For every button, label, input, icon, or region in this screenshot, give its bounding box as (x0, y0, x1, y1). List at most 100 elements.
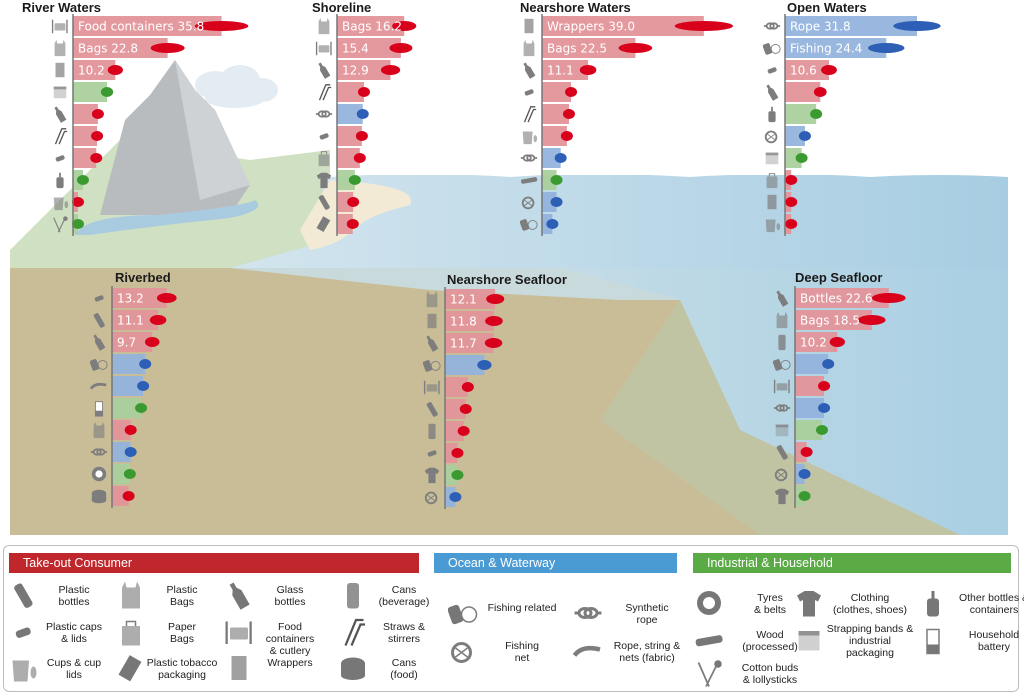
bar-beverage-can (795, 332, 838, 352)
battery-icon (926, 628, 940, 655)
confidence-interval-mark (818, 403, 831, 413)
bar-food-container (337, 38, 401, 58)
confidence-interval-mark (815, 425, 828, 435)
bar-value-label: 13.2 (117, 292, 144, 306)
bar-value-label: Bags 22.5 (547, 42, 607, 56)
cup-icon (12, 660, 37, 682)
bar-food-can (112, 486, 129, 506)
confidence-interval-mark (355, 131, 368, 141)
rope-knot-icon (763, 22, 781, 30)
confidence-interval-mark (785, 197, 798, 207)
legend-item-label: Food containers & cutlery (265, 621, 315, 657)
bar-value-label: Bottles 22.6 (800, 292, 873, 306)
fishing-related-icon (423, 360, 441, 372)
confidence-interval-mark (554, 153, 567, 163)
legend-item-label: Cotton buds & lollysticks (741, 662, 799, 686)
bar-food-container (73, 16, 222, 36)
legend-item-label: Tyres & belts (753, 592, 787, 616)
tshirt-icon (797, 591, 821, 617)
plastic-bottle-icon (93, 313, 105, 328)
bar-value-label: 10.2 (800, 336, 827, 350)
wrapper-icon (427, 313, 437, 329)
bar-value-label: 15.4 (342, 42, 369, 56)
legend-item-label: Plastic Bags (166, 584, 198, 608)
tyre-icon (91, 466, 107, 482)
confidence-interval-mark (107, 65, 123, 75)
legend-item-label: Cans (beverage) (378, 584, 430, 608)
bar-plastic-bag (73, 38, 168, 58)
legend-item-label: Fishing related (487, 602, 557, 614)
bar-rope-knot (337, 104, 363, 124)
chart-title: Nearshore Seafloor (447, 272, 567, 287)
bar-value-label: 10.6 (790, 64, 817, 78)
confidence-interval-mark (893, 21, 941, 31)
confidence-interval-mark (353, 153, 366, 163)
confidence-interval-mark (91, 109, 104, 119)
sea-surface (230, 175, 1008, 268)
legend-header-take-out: Take-out Consumer (9, 553, 419, 573)
confidence-interval-mark (868, 43, 905, 53)
confidence-interval-mark (392, 21, 417, 31)
confidence-interval-mark (380, 65, 401, 75)
bar-plastic-bottle (445, 399, 466, 419)
confidence-interval-mark (76, 175, 89, 185)
straw-icon (523, 106, 537, 123)
cup-icon (522, 131, 538, 145)
plastic-bottle-icon (776, 445, 788, 460)
bar-pump-bottle (785, 104, 817, 124)
bar-glass-bottle (795, 288, 889, 308)
fishing-related-icon (90, 359, 108, 371)
legend-item-label: Cups & cup lids (46, 657, 102, 681)
food-can-icon (341, 657, 365, 680)
wood-icon (520, 177, 538, 184)
confidence-interval-mark (550, 175, 563, 185)
bar-glass-bottle (785, 82, 821, 102)
pump-bottle-icon (56, 172, 64, 189)
wave-line (329, 172, 1009, 178)
confidence-interval-mark (145, 337, 160, 347)
bar-rope-string (112, 376, 144, 396)
bar-strapping-band (73, 82, 108, 102)
glass-bottle-icon (776, 290, 789, 307)
confidence-interval-mark (579, 65, 597, 75)
confidence-interval-mark (357, 87, 370, 97)
beach (300, 180, 411, 250)
legend-item-label: Rope, string & nets (fabric) (613, 640, 681, 664)
cap-icon (15, 627, 31, 638)
bar-tyre (112, 464, 130, 484)
fishing-net-icon (521, 196, 535, 210)
bar-cap (445, 443, 458, 463)
rope-knot-icon (773, 404, 791, 412)
cap-icon (94, 295, 104, 302)
bar-glass-bottle (542, 60, 589, 80)
confidence-interval-mark (813, 87, 827, 97)
bar-cap (542, 82, 572, 102)
rope-knot-icon (90, 448, 108, 456)
confidence-interval-mark (459, 404, 472, 414)
bar-value-label: 10.2 (78, 64, 105, 78)
bar-tshirt (337, 170, 355, 190)
plastic-bag-icon (523, 39, 535, 57)
bar-cap (112, 288, 167, 308)
bar-glass-bottle (445, 333, 494, 353)
bar-glass-bottle (73, 104, 98, 124)
plastic-bag-icon (54, 39, 66, 57)
bar-fishing-related (795, 354, 829, 374)
chart-title: Open Waters (787, 0, 867, 15)
bar-value-label: 11.1 (117, 314, 144, 328)
cup-icon (765, 219, 781, 233)
confidence-interval-mark (100, 87, 114, 97)
rope-knot-icon (315, 110, 333, 118)
food-container-icon (51, 19, 68, 34)
bar-food-container (445, 377, 468, 397)
rope-string-icon (90, 382, 107, 390)
confidence-interval-mark (485, 316, 503, 326)
confidence-interval-mark (389, 43, 413, 53)
mountain-shade (175, 60, 250, 200)
confidence-interval-mark (810, 109, 823, 119)
wrapper-icon (524, 18, 534, 34)
